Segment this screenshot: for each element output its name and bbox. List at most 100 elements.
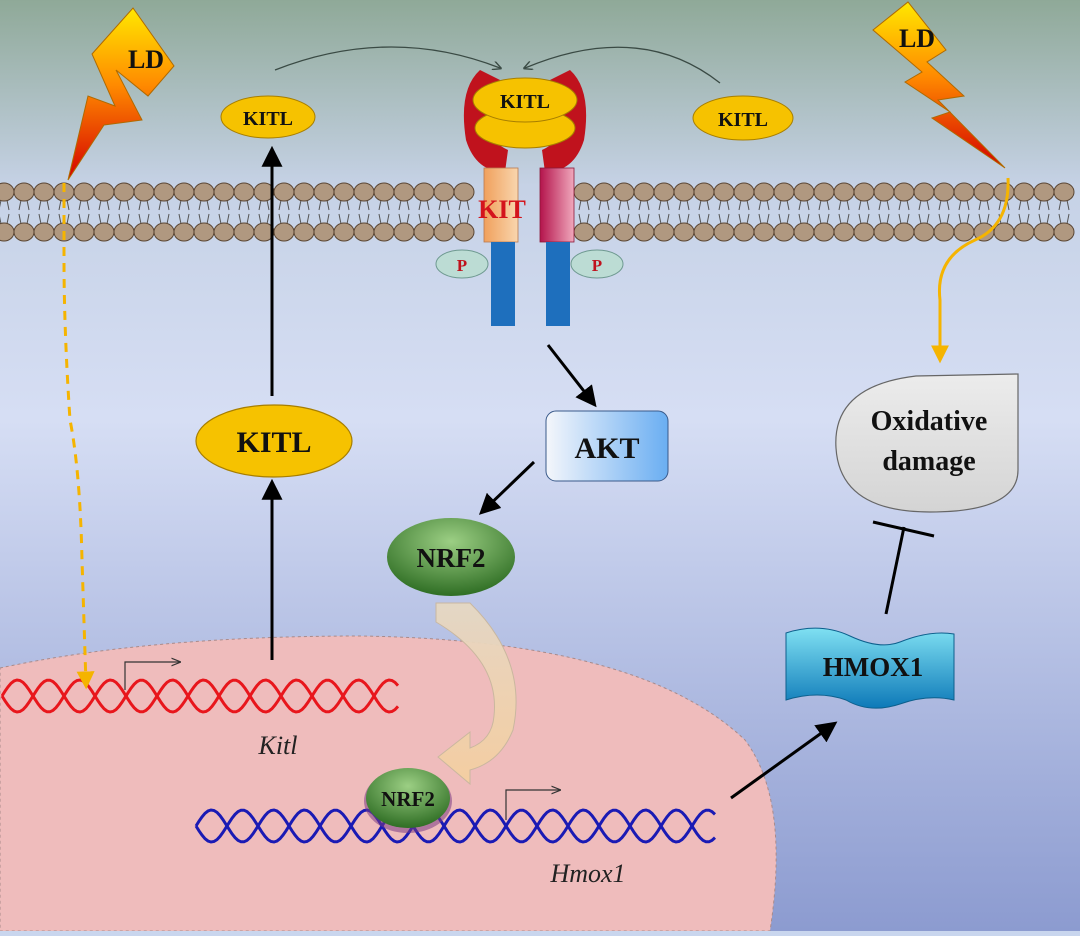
lipid-head <box>133 182 155 202</box>
lipid-head <box>593 222 615 242</box>
lipid-tail <box>418 199 430 211</box>
lipid-tail <box>118 213 130 225</box>
lipid-head <box>793 222 815 242</box>
hmox1-transcription-start-icon <box>505 790 560 820</box>
lipid-head <box>273 182 295 202</box>
lipid-tail <box>78 199 90 211</box>
lipid-head <box>413 222 435 242</box>
lipid-head <box>633 182 655 202</box>
arrow-akt-to-nrf2 <box>478 460 536 515</box>
kitl-ligand-left-label: KITL <box>243 108 293 130</box>
lipid-tail <box>838 213 850 225</box>
lipid-tail <box>678 213 690 225</box>
lipid-head <box>613 222 635 242</box>
lipid-head <box>773 222 795 242</box>
hmox1-gene-dna <box>194 808 717 844</box>
lipid-head <box>1013 222 1035 242</box>
lipid-head <box>973 182 995 202</box>
inhibition-line <box>884 526 906 615</box>
lipid-tail <box>18 199 30 211</box>
dna-strand-1 <box>0 678 400 714</box>
arrow-kit-to-akt <box>546 344 597 408</box>
lipid-tail <box>338 213 350 225</box>
lipid-tail <box>818 199 830 211</box>
lipid-head <box>773 182 795 202</box>
lipid-tail <box>738 199 750 211</box>
lipid-tail <box>458 199 470 211</box>
lipid-tail <box>1018 213 1030 225</box>
nrf2-cytoplasm-node <box>387 518 515 596</box>
lipid-head <box>393 182 415 202</box>
lipid-head <box>1033 182 1055 202</box>
lipid-head <box>173 182 195 202</box>
lipid-tail <box>278 199 290 211</box>
lipid-head <box>133 222 155 242</box>
lipid-tail <box>898 199 910 211</box>
lipid-head <box>313 182 335 202</box>
lipid-head <box>33 182 55 202</box>
lipid-head <box>113 182 135 202</box>
ld-right-signal-path <box>931 177 1010 364</box>
lipid-head <box>113 222 135 242</box>
lipid-tail <box>958 199 970 211</box>
lipid-head <box>793 182 815 202</box>
lipid-tail <box>38 199 50 211</box>
lipid-head <box>13 182 35 202</box>
lipid-tail <box>618 199 630 211</box>
lipid-head <box>313 222 335 242</box>
lipid-tail <box>978 199 990 211</box>
lipid-head <box>853 222 875 242</box>
lipid-head <box>653 182 675 202</box>
lipid-tail <box>98 199 110 211</box>
lipid-head <box>173 222 195 242</box>
lipid-head <box>933 222 955 242</box>
oxidative-damage-line1: Oxidative <box>871 406 988 437</box>
lipid-tail <box>278 213 290 225</box>
lipid-tail <box>318 213 330 225</box>
lightning-bolt-icon <box>872 1 1006 169</box>
kitl-ligand-right <box>692 95 794 141</box>
kitl-cytoplasm-node <box>195 404 353 478</box>
lipid-head <box>13 222 35 242</box>
lipid-head <box>333 222 355 242</box>
lipid-head <box>233 222 255 242</box>
lipid-head <box>693 222 715 242</box>
lipid-tail <box>178 199 190 211</box>
lipid-head <box>293 182 315 202</box>
lipid-head <box>1013 182 1035 202</box>
lipid-head <box>873 222 895 242</box>
lipid-head <box>893 222 915 242</box>
akt-label: AKT <box>574 432 639 465</box>
lipid-tail <box>438 213 450 225</box>
kitl-gene-dna <box>0 678 400 714</box>
lipid-head <box>433 222 455 242</box>
lipid-tail <box>778 213 790 225</box>
lipid-tail <box>878 199 890 211</box>
lipid-tail <box>798 213 810 225</box>
lipid-tail <box>598 213 610 225</box>
lipid-tail <box>638 213 650 225</box>
kit-intracellular-left <box>491 242 515 326</box>
lipid-head <box>753 222 775 242</box>
lipid-tail <box>918 199 930 211</box>
lipid-head <box>673 182 695 202</box>
lipid-tail <box>658 199 670 211</box>
lipid-tail <box>0 213 10 225</box>
lipid-tail <box>258 213 270 225</box>
lipid-head <box>233 182 255 202</box>
ld-right-label: LD <box>899 24 935 53</box>
lipid-head <box>673 222 695 242</box>
lipid-tail <box>398 213 410 225</box>
lipid-tail <box>418 213 430 225</box>
lipid-head <box>653 222 675 242</box>
lipid-head <box>93 222 115 242</box>
lipid-head <box>713 182 735 202</box>
lipid-tail <box>918 213 930 225</box>
kit-transmembrane-right <box>539 167 575 243</box>
lipid-tail <box>758 213 770 225</box>
lipid-tail <box>458 213 470 225</box>
lipid-head <box>993 222 1015 242</box>
lipid-head <box>1053 222 1075 242</box>
lipid-tail <box>718 199 730 211</box>
